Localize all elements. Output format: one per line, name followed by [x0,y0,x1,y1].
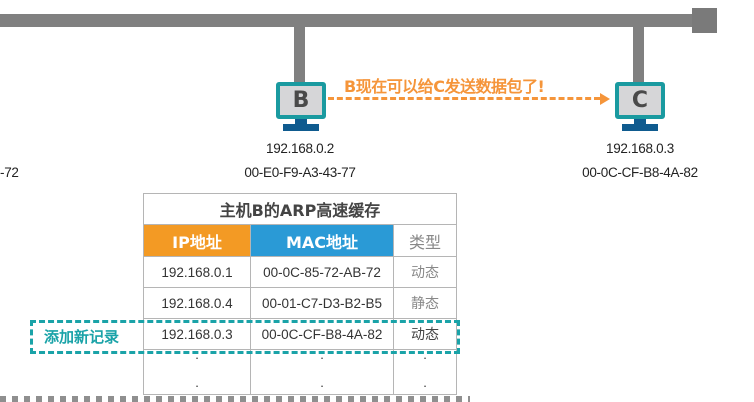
monitor-base [283,124,319,131]
host-c-monitor: C [615,82,665,119]
arp-table-title: 主机B的ARP高速缓存 [143,193,457,225]
cell-mac: 00-0C-CF-B8-4A-82 [250,318,394,350]
send-message-text: B现在可以给C发送数据包了! [344,77,545,96]
host-c-computer-icon[interactable]: C [615,82,665,131]
network-bus [0,14,694,27]
new-record-highlight-box [30,320,460,354]
cell-type: 动态 [393,256,457,288]
dashed-arrow-line [328,97,600,100]
ellipsis-cell: ·· [143,349,251,395]
ellipsis-cell: ·· [250,349,394,395]
cut-off-caption [0,388,470,402]
host-b-drop-line [294,27,305,84]
dashed-arrow-right-icon [600,93,610,105]
column-header-type: 类型 [393,224,457,257]
host-c-mac: 00-0C-CF-B8-4A-82 [582,165,698,180]
table-row: 192.168.0.4 00-01-C7-D3-B2-B5 静态 [143,287,457,319]
cell-ip: 192.168.0.1 [143,256,251,288]
ellipsis-cell: ·· [393,349,457,395]
host-c-ip: 192.168.0.3 [605,141,675,156]
host-c-letter: C [631,88,649,113]
cell-mac: 00-01-C7-D3-B2-B5 [250,287,394,319]
host-a-mac-partial: -72 [0,165,19,180]
host-b-computer-icon[interactable]: B [276,82,326,131]
column-header-ip: IP地址 [143,224,251,257]
cell-ip: 192.168.0.3 [143,318,251,350]
monitor-base [622,124,658,131]
monitor-neck [295,119,307,124]
host-b-letter: B [292,88,310,113]
cell-ip: 192.168.0.4 [143,287,251,319]
monitor-neck [634,119,646,124]
table-row-new: 192.168.0.3 00-0C-CF-B8-4A-82 动态 [143,318,457,350]
cell-mac: 00-0C-85-72-AB-72 [250,256,394,288]
table-row-ellipsis: ·· ·· ·· [143,349,457,395]
host-b-monitor: B [276,82,326,119]
host-b-mac: 00-E0-F9-A3-43-77 [244,165,356,180]
host-c-drop-line [633,27,644,84]
arp-cache-table: 主机B的ARP高速缓存 IP地址 MAC地址 类型 192.168.0.1 00… [143,193,457,395]
bus-terminator [692,8,717,33]
table-row: 192.168.0.1 00-0C-85-72-AB-72 动态 [143,256,457,288]
new-record-label: 添加新记录 [42,326,122,347]
host-b-ip: 192.168.0.2 [265,141,335,156]
cell-type: 静态 [393,287,457,319]
column-header-mac: MAC地址 [250,224,394,257]
